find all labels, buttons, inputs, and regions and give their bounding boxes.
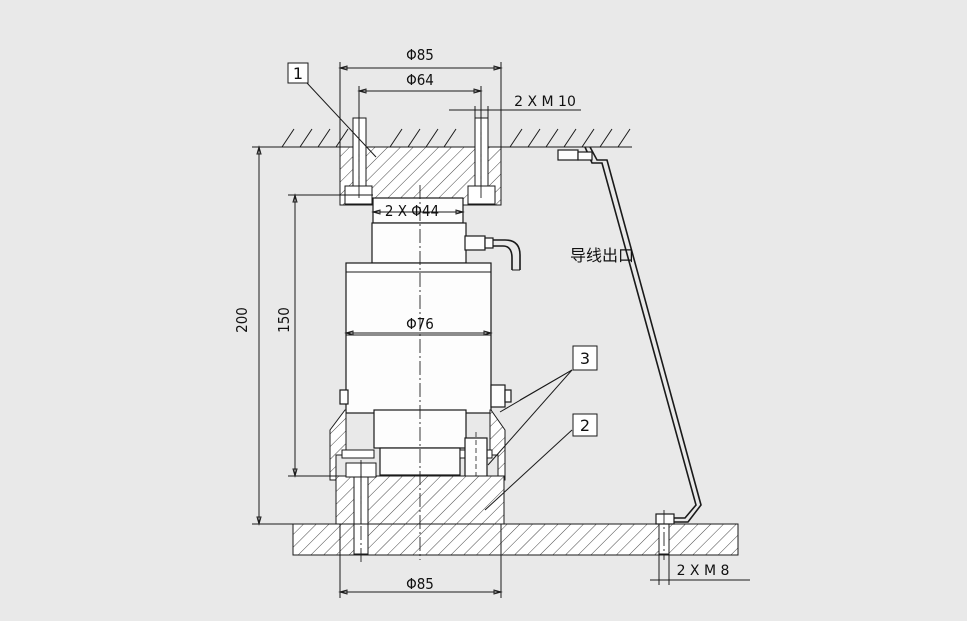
- cable-outlet-label: 导线出口: [570, 246, 634, 265]
- dim-top-bolt-circle: Φ64: [406, 71, 434, 89]
- dim-inner-diameter: 2 X Φ44: [385, 202, 439, 220]
- top-plate: [339, 117, 502, 206]
- callout-2-label: 2: [580, 416, 590, 435]
- center-lines: [358, 118, 665, 565]
- ground-strap: [557, 146, 702, 525]
- dim-body-diameter: Φ76: [406, 315, 434, 333]
- dim-top-thread: 2 X M 10: [514, 94, 576, 110]
- inner-ring: [372, 197, 464, 224]
- dim-total-height: 200: [233, 307, 251, 333]
- callout-2: 2: [572, 413, 598, 437]
- top-surface-hatch-marks: [281, 128, 631, 148]
- sensor-neck: [371, 222, 467, 264]
- callout-1: 1: [287, 62, 309, 84]
- top-bolt-head-right: [467, 185, 496, 205]
- dim-bottom-outer-diameter: Φ85: [406, 575, 434, 593]
- callout-1-label: 1: [293, 64, 303, 83]
- callout-leaders: [306, 82, 573, 511]
- callout-3-label: 3: [580, 349, 590, 368]
- top-mounting-surface: [270, 128, 632, 148]
- sensor-body: [339, 262, 512, 414]
- dim-top-outer-diameter: Φ85: [406, 46, 434, 64]
- base-foundation: [292, 523, 739, 556]
- dim-inner-height: 150: [275, 307, 293, 333]
- dim-bottom-thread: 2 X M 8: [677, 563, 730, 579]
- ground-terminal: [490, 384, 506, 408]
- dimension-lines: [252, 62, 750, 598]
- cable-gland: [464, 235, 521, 271]
- callout-3: 3: [572, 345, 598, 371]
